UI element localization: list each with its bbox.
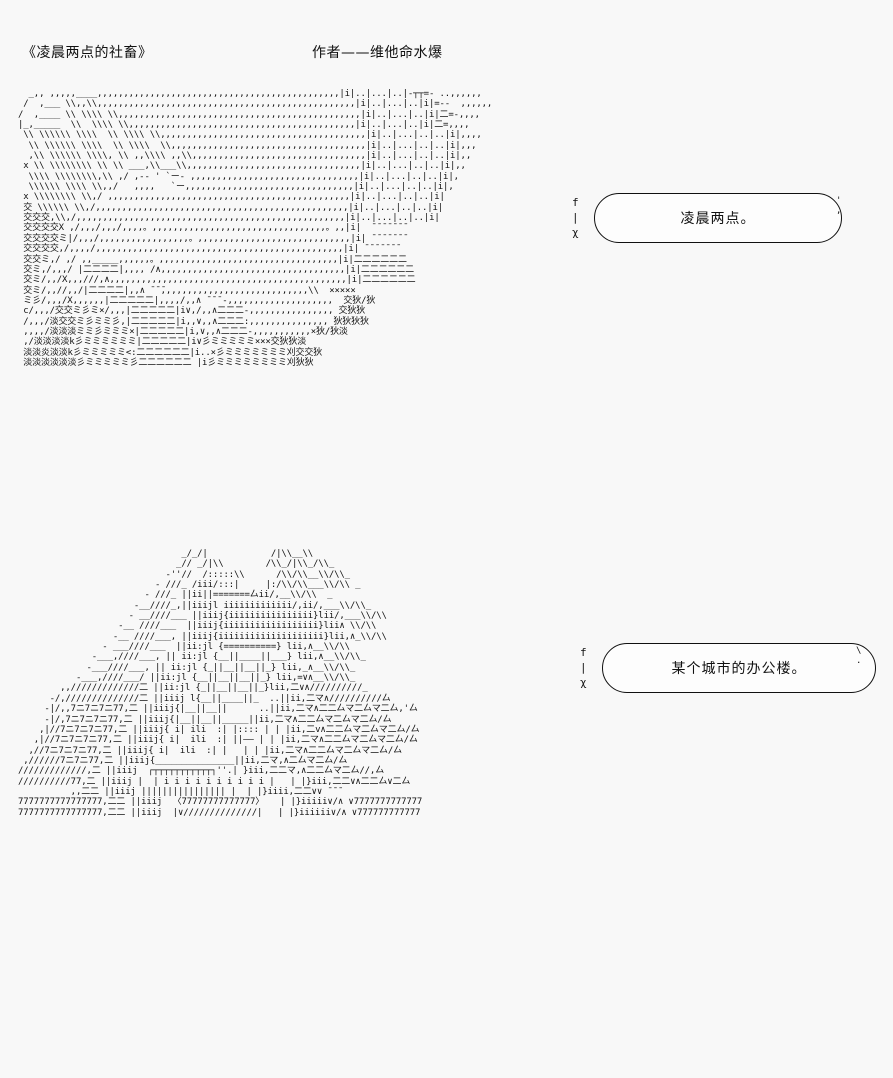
stray-mark-1: ' , <box>836 196 842 217</box>
balloon-body-2: 某个城市的办公楼。 <box>602 643 876 693</box>
balloon-tail-icon: f | χ <box>572 196 579 239</box>
balloon-tail-icon: f | χ <box>580 646 587 689</box>
author-credit: 作者——维他命水爆 <box>312 45 443 61</box>
page-title: 《凌晨两点的社畜》 <box>22 45 153 61</box>
ascii-art-scene-2: _/_/| /|\\__\\ _// _/|\\ /\\_/|\\_/\\_ -… <box>18 549 423 818</box>
balloon-body-1: 凌晨两点。 <box>594 193 842 243</box>
speech-balloon-2: f | χ 某个城市的办公楼。 <box>580 643 876 695</box>
speech-balloon-1: f | χ 凌晨两点。 <box>572 193 852 245</box>
balloon-text-2: 某个城市的办公楼。 <box>671 661 807 677</box>
ascii-art-scene-1: _,, ,,,,,____,,,,,,,,,,,,,,,,,,,,,,,,,,,… <box>18 89 493 368</box>
stray-mark-2: \ . <box>856 646 862 667</box>
page-header: 《凌晨两点的社畜》 作者——维他命水爆 <box>0 44 893 68</box>
balloon-text-1: 凌晨两点。 <box>680 211 756 227</box>
